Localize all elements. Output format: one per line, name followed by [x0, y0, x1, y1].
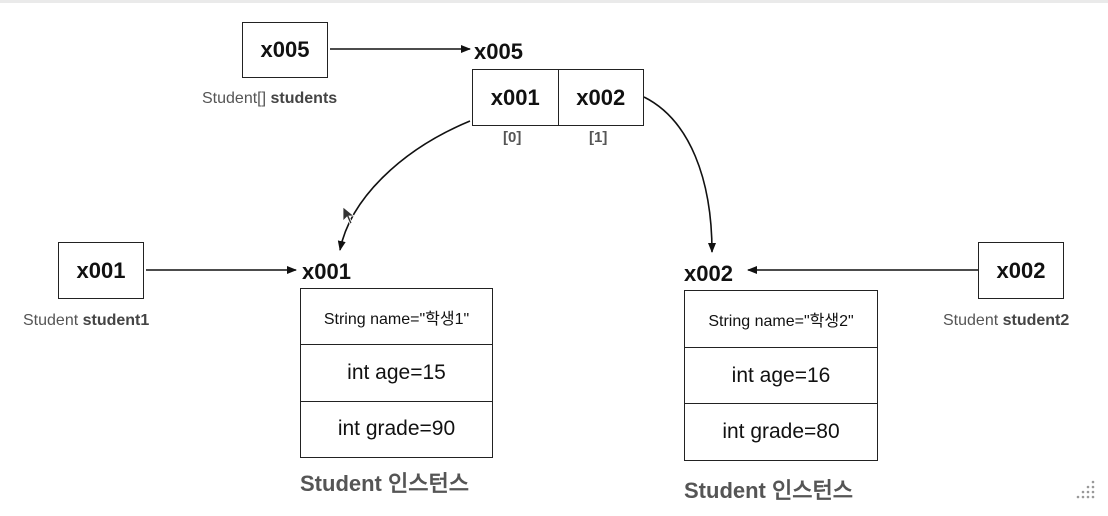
- mouse-cursor-icon: [342, 206, 356, 225]
- students-ref-name: students: [270, 90, 338, 107]
- instance2-caption: Student 인스턴스: [684, 478, 853, 503]
- student1-ref-caption: Student student1: [23, 312, 149, 330]
- instance1-field-age: int age=15: [301, 344, 492, 400]
- student2-ref-type: Student: [943, 312, 999, 329]
- student2-ref-name: student2: [1002, 312, 1070, 329]
- student1-ref-name: student1: [82, 312, 150, 329]
- instance2-field-grade: int grade=80: [685, 403, 877, 460]
- arrow-cell1-to-instance2: [643, 96, 716, 253]
- instance2-address: x002: [684, 261, 733, 286]
- array-cell-1: x002: [557, 70, 644, 125]
- top-strip: [0, 0, 1108, 3]
- arrow-cell0-to-instance1: [337, 120, 471, 251]
- instance2-field-age: int age=16: [685, 346, 877, 404]
- array-address: x005: [474, 39, 523, 64]
- array-object: x001 x002: [472, 69, 644, 126]
- student1-ref-box: x001: [58, 242, 144, 299]
- array-cell-0: x001: [490, 84, 540, 110]
- instance1-address: x001: [302, 259, 351, 284]
- students-ref-caption: Student[] students: [202, 90, 337, 108]
- array-index-1: [1]: [589, 129, 608, 146]
- students-ref-type: Student[]: [202, 90, 267, 107]
- student2-ref-caption: Student student2: [943, 312, 1069, 330]
- instance2-field-name: String name="학생2": [708, 312, 854, 330]
- instance1-caption: Student 인스턴스: [300, 471, 469, 496]
- student2-ref-box: x002: [978, 242, 1064, 299]
- student1-ref-type: Student: [23, 312, 79, 329]
- array-index-0: [0]: [503, 129, 522, 146]
- instance2-box: String name="학생2" int age=16 int grade=8…: [684, 290, 878, 461]
- instance1-box: String name="학생1" int age=15 int grade=9…: [300, 288, 493, 458]
- resize-grip-icon[interactable]: [1072, 478, 1098, 500]
- instance1-field-grade: int grade=90: [301, 400, 492, 457]
- instance1-field-name: String name="학생1": [323, 310, 470, 328]
- students-ref-box: x005: [242, 22, 328, 78]
